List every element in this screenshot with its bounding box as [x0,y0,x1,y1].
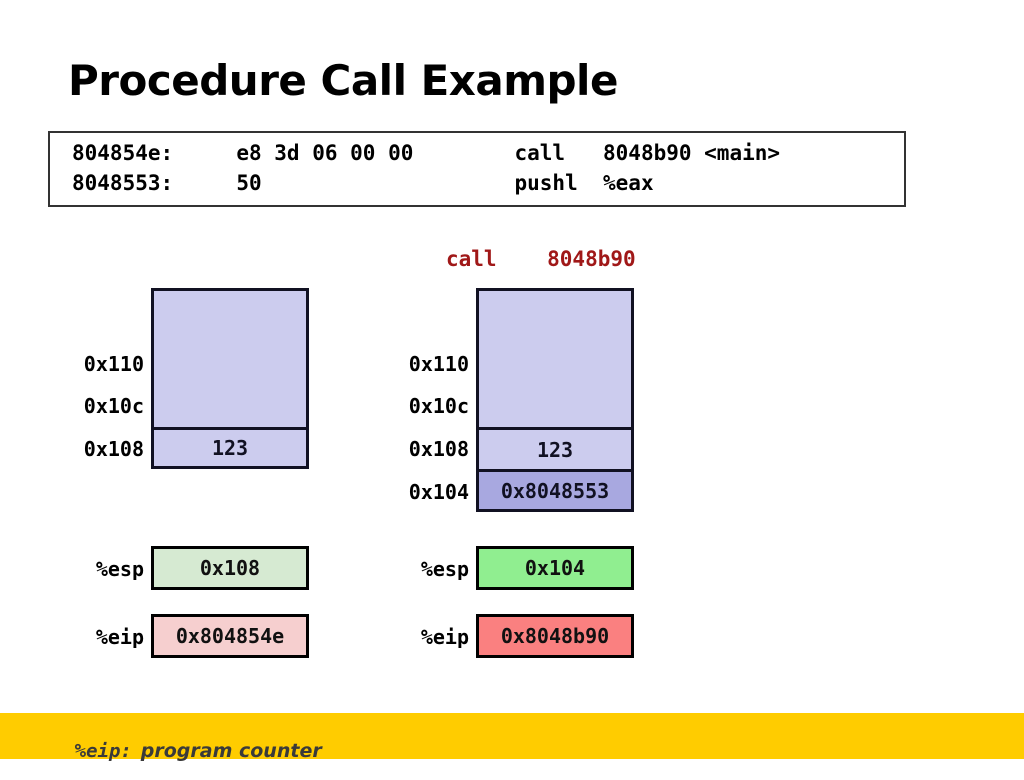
stack-cell-0x108: 123 [151,427,309,469]
register-label-eip-after: %eip [420,625,469,649]
register-label-eip-before: %eip [95,625,144,649]
stack-address-label: 0x104 [408,480,469,504]
register-label-esp-after: %esp [420,557,469,581]
footer-band: %eip: program counter [0,713,1024,762]
stack-cell-0x104-return-address: 0x8048553 [476,469,634,512]
stack-address-label: 0x10c [408,394,469,418]
page-title: Procedure Call Example [68,56,618,105]
register-value-eip-before: 0x804854e [151,614,309,658]
register-label-esp-before: %esp [95,557,144,581]
register-value-esp-before: 0x108 [151,546,309,590]
stack-address-label: 0x108 [83,437,144,461]
disassembly-listing-box: 804854e: e8 3d 06 00 00 call 8048b90 <ma… [48,131,906,207]
disassembly-line: 804854e: e8 3d 06 00 00 call 8048b90 <ma… [72,141,781,165]
disassembly-line: 8048553: 50 pushl %eax [72,171,654,195]
footer-register-description: program counter [140,740,322,762]
stack-address-label: 0x10c [83,394,144,418]
footer-register-name: %eip: [74,740,132,762]
stack-address-label: 0x108 [408,437,469,461]
register-value-esp-after: 0x104 [476,546,634,590]
register-value-eip-after: 0x8048b90 [476,614,634,658]
stack-address-label: 0x110 [408,352,469,376]
stack-cell-0x108: 123 [476,427,634,469]
call-instruction-annotation: call 8048b90 [446,247,636,271]
stack-address-label: 0x110 [83,352,144,376]
footer-note: %eip: program counter [48,722,322,780]
